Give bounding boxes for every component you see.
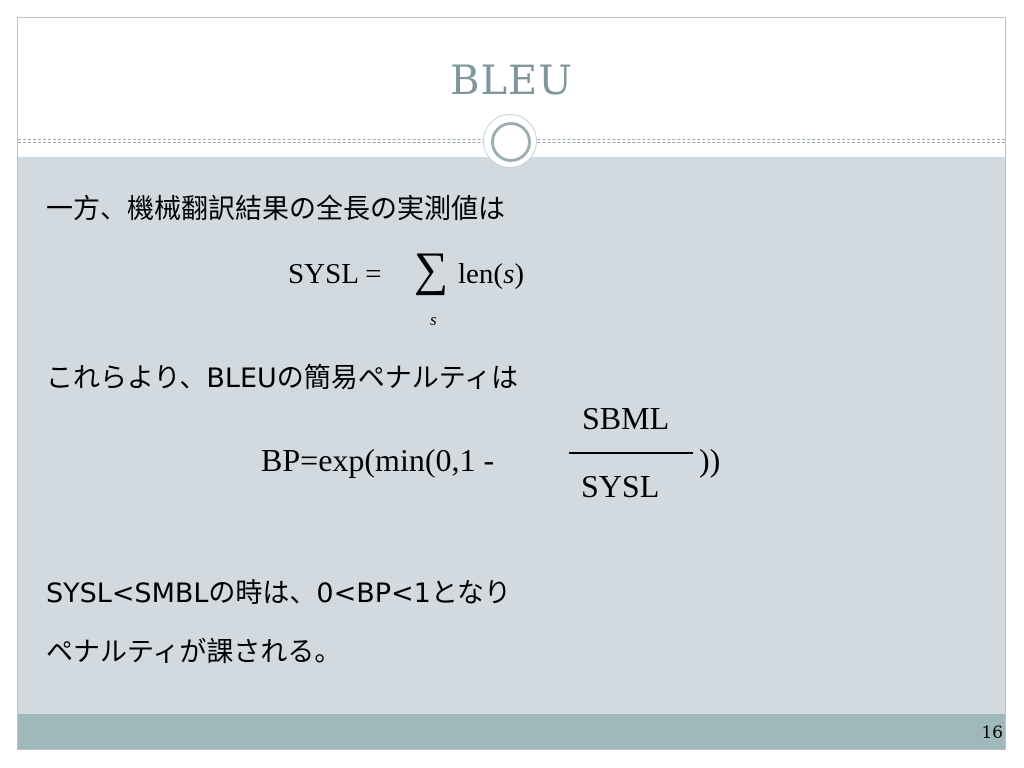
page-number: 16 [981, 723, 1003, 743]
ring-ornament-inner [491, 122, 531, 162]
formula-sysl-body-prefix: len( [458, 258, 504, 290]
formula-sysl-body-var: s [503, 258, 515, 290]
body-line-1: 一方、機械翻訳結果の全長の実測値は [46, 194, 505, 225]
body-line-4: ペナルティが課される。 [46, 637, 342, 668]
formula-bp-numerator: SBML [582, 400, 670, 436]
formula-sysl-body: len(s) [458, 258, 524, 291]
formula-bp-suffix: )) [699, 442, 721, 478]
slide: BLEU 一方、機械翻訳結果の全長の実測値は SYSL = ∑ s len(s)… [17, 17, 1006, 750]
formula-bp-prefix: BP=exp(min(0,1 - [261, 442, 495, 478]
formula-sysl-body-suffix: ) [514, 258, 525, 290]
formula-bp: BP=exp(min(0,1 - SBML SYSL )) [261, 400, 741, 510]
formula-sysl-lhs: SYSL = [288, 258, 382, 290]
slide-title: BLEU [450, 58, 573, 104]
formula-bp-denominator: SYSL [581, 468, 660, 504]
slide-footer-bar [18, 714, 1005, 749]
fraction-bar [569, 452, 693, 454]
formula-sysl: SYSL = ∑ s len(s) [288, 246, 588, 336]
ring-ornament-icon [483, 114, 537, 168]
body-line-2: これらより、BLEUの簡易ペナルティは [46, 363, 519, 394]
sigma-icon: ∑ [414, 243, 449, 296]
body-line-3: SYSL<SMBLの時は、0<BP<1となり [46, 578, 512, 609]
formula-sysl-subscript: s [430, 310, 437, 329]
